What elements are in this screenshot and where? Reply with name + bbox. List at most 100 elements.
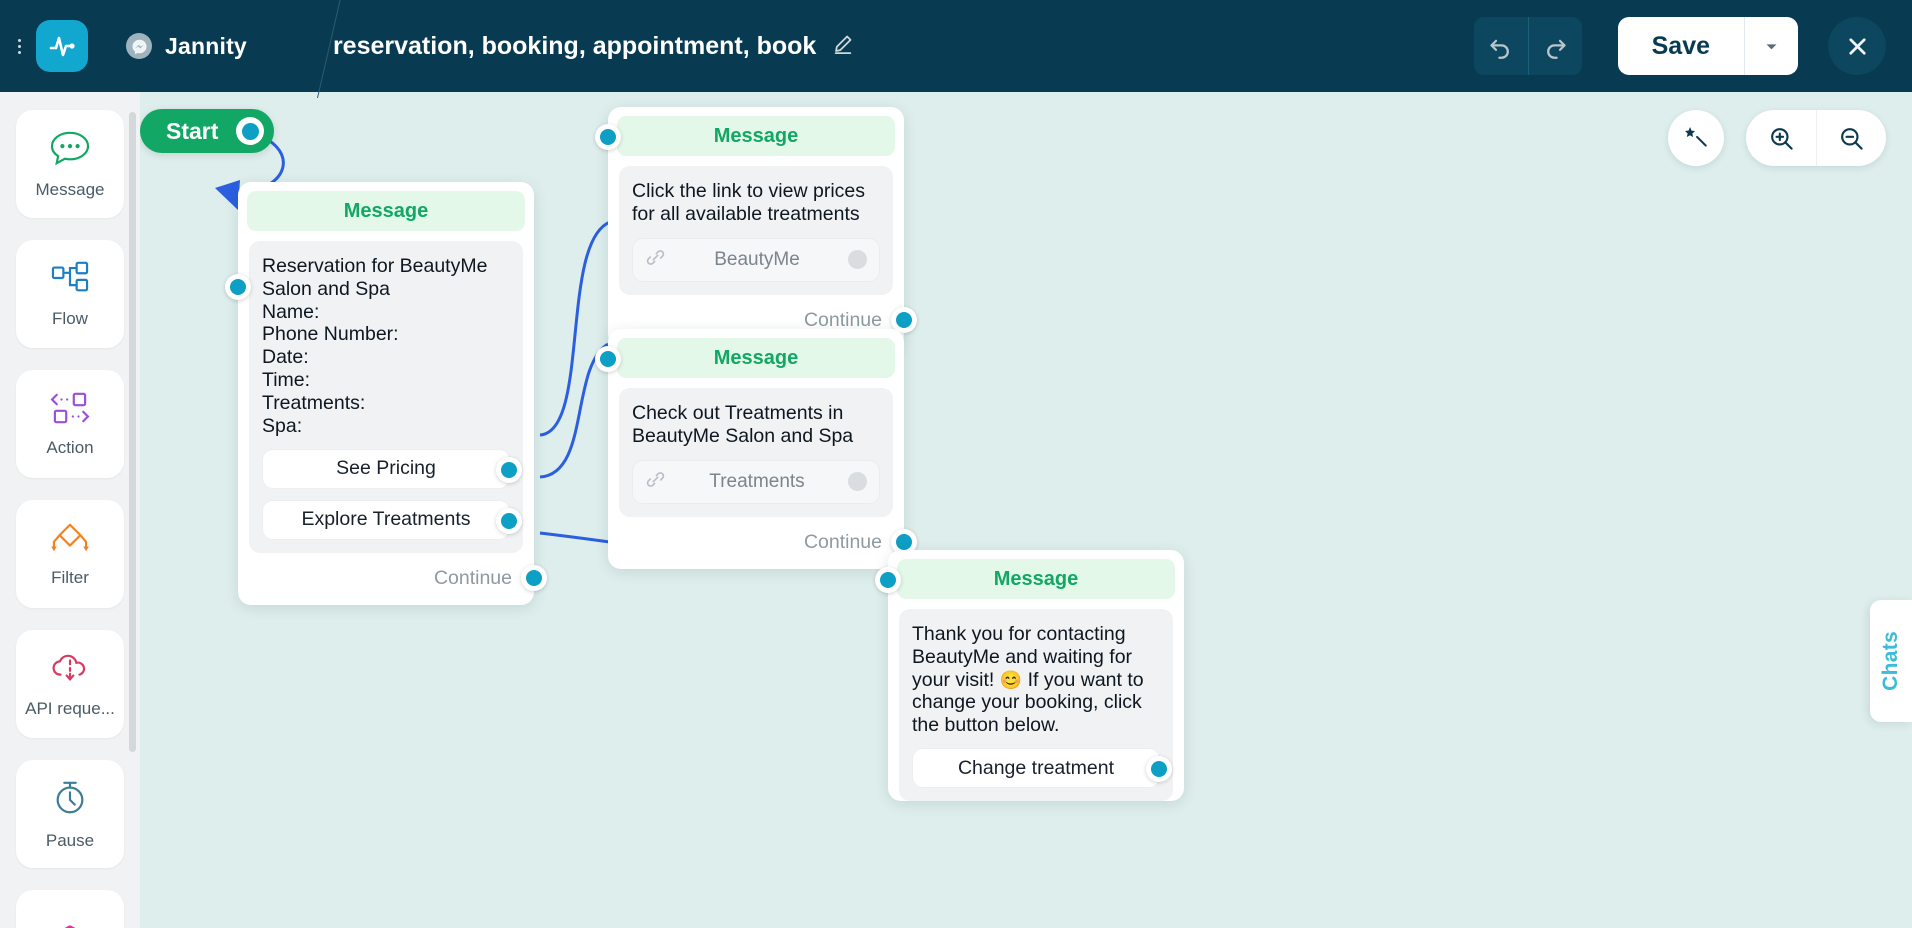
api-cloud-icon xyxy=(50,650,90,691)
page-title: reservation, booking, appointment, book xyxy=(332,31,817,60)
stopwatch-icon xyxy=(51,778,89,823)
node-message-text: Thank you for contacting BeautyMe and wa… xyxy=(912,623,1160,737)
breadcrumb: reservation, booking, appointment, book xyxy=(333,32,854,61)
node-title: Message xyxy=(343,199,429,222)
node-body: Reservation for BeautyMe Salon and Spa N… xyxy=(249,241,523,553)
message-bubble-icon xyxy=(49,129,91,172)
quick-reply-explore-treatments[interactable]: Explore Treatments xyxy=(262,499,522,540)
node-input-port[interactable] xyxy=(875,567,901,593)
sidebar-item-label: API reque... xyxy=(25,698,115,718)
undo-arrow-icon[interactable] xyxy=(1473,17,1528,75)
pencil-icon[interactable] xyxy=(832,33,854,60)
sidebar-item-filter[interactable]: Filter xyxy=(16,500,124,608)
chats-tab[interactable]: Chats xyxy=(1870,600,1912,722)
node-body: Check out Treatments in BeautyMe Salon a… xyxy=(619,388,893,517)
continue-label: Continue xyxy=(803,308,882,331)
start-node[interactable]: Start xyxy=(140,109,275,153)
node-input-port[interactable] xyxy=(595,124,621,150)
link-output-port[interactable] xyxy=(848,472,867,492)
flow-tree-icon xyxy=(49,260,91,301)
workspace-name: Jannity xyxy=(165,32,247,59)
message-node-treatments[interactable]: Message Check out Treatments in BeautyMe… xyxy=(595,329,917,569)
link-button-treatments[interactable]: Treatments xyxy=(632,459,880,504)
home-icon xyxy=(48,923,92,928)
message-text-after: If you want to change your booking, clic… xyxy=(912,668,1144,737)
message-node-pricing[interactable]: Message Click the link to view prices fo… xyxy=(595,107,917,347)
flow-canvas[interactable]: Start Message Reservation for BeautyMe S… xyxy=(140,92,1912,928)
chevron-down-icon[interactable] xyxy=(1744,17,1798,75)
continue-label: Continue xyxy=(433,566,512,589)
node-continue-row[interactable]: Continue xyxy=(608,517,917,569)
node-continue-row[interactable]: Continue xyxy=(608,295,917,347)
node-input-port[interactable] xyxy=(595,346,621,372)
node-body: Click the link to view prices for all av… xyxy=(619,166,893,295)
top-bar-actions: Save xyxy=(1473,17,1912,75)
node-palette-sidebar: Message Flow xyxy=(0,92,140,928)
sidebar-item-label: Action xyxy=(46,437,94,457)
save-button[interactable]: Save xyxy=(1651,31,1710,60)
undo-redo-group xyxy=(1473,17,1582,75)
sidebar-item-label: Filter xyxy=(51,567,89,587)
sidebar-item-message[interactable]: Message xyxy=(16,110,124,218)
quick-reply-change-treatment[interactable]: Change treatment xyxy=(912,748,1172,789)
node-header: Message xyxy=(897,559,1175,599)
filter-diamond-icon xyxy=(48,521,92,560)
save-button-group: Save xyxy=(1617,17,1798,75)
start-label: Start xyxy=(166,117,219,144)
magic-wand-icon[interactable] xyxy=(1668,110,1724,166)
redo-arrow-icon[interactable] xyxy=(1527,17,1582,75)
sidebar-item-flow[interactable]: Flow xyxy=(16,240,124,348)
sidebar-item-label: Pause xyxy=(45,830,95,850)
message-node-main[interactable]: Message Reservation for BeautyMe Salon a… xyxy=(225,182,547,605)
jannity-pulse-logo[interactable] xyxy=(36,20,88,72)
canvas-controls xyxy=(1668,110,1886,166)
quick-reply-output-port[interactable] xyxy=(1146,756,1172,783)
kebab-menu-icon[interactable] xyxy=(8,38,30,54)
node-header: Message xyxy=(617,338,895,378)
node-header: Message xyxy=(247,191,525,231)
node-message-text: Check out Treatments in BeautyMe Salon a… xyxy=(632,402,854,447)
node-title: Message xyxy=(713,124,799,147)
link-label: BeautyMe xyxy=(714,248,800,270)
quick-reply-see-pricing[interactable]: See Pricing xyxy=(262,448,522,489)
smiley-emoji-icon: 😊 xyxy=(999,669,1023,690)
node-title: Message xyxy=(993,567,1079,590)
quick-reply-label: See Pricing xyxy=(336,457,436,479)
start-output-port[interactable] xyxy=(236,117,265,145)
sidebar-item-pause[interactable]: Pause xyxy=(16,760,124,868)
sidebar-item-label: Message xyxy=(35,179,105,199)
zoom-controls xyxy=(1746,110,1886,166)
message-node-thankyou[interactable]: Message Thank you for contacting BeautyM… xyxy=(875,550,1184,802)
sidebar-item-action[interactable]: Action xyxy=(16,370,124,478)
quick-reply-output-port[interactable] xyxy=(496,456,522,483)
link-button-beautyme[interactable]: BeautyMe xyxy=(632,237,880,282)
node-output-port[interactable] xyxy=(891,306,917,333)
quick-reply-output-port[interactable] xyxy=(496,507,522,534)
messenger-bolt-icon xyxy=(131,39,147,54)
workspace-selector[interactable]: Jannity xyxy=(126,33,247,60)
sidebar-item-api-request[interactable]: API reque... xyxy=(16,630,124,738)
node-continue-row[interactable]: Continue xyxy=(238,553,547,605)
link-output-port[interactable] xyxy=(848,250,867,270)
node-header: Message xyxy=(617,116,895,156)
close-x-icon[interactable] xyxy=(1828,17,1886,75)
sidebar-item-label: Flow xyxy=(52,308,88,328)
node-output-port[interactable] xyxy=(521,564,547,591)
quick-reply-label: Explore Treatments xyxy=(301,508,471,530)
chats-tab-label: Chats xyxy=(1879,631,1902,691)
node-title: Message xyxy=(713,346,799,369)
breadcrumb-divider xyxy=(281,0,315,92)
zoom-in-icon[interactable] xyxy=(1746,110,1816,166)
zoom-out-icon[interactable] xyxy=(1816,110,1886,166)
sidebar-scrollbar[interactable] xyxy=(129,112,136,752)
sidebar-item-home[interactable] xyxy=(16,890,124,928)
link-label: Treatments xyxy=(709,470,805,492)
node-input-port[interactable] xyxy=(225,274,251,300)
node-message-text: Reservation for BeautyMe Salon and Spa N… xyxy=(262,255,488,437)
continue-label: Continue xyxy=(803,530,882,553)
link-chain-icon xyxy=(645,469,666,495)
node-message-text: Click the link to view prices for all av… xyxy=(632,180,865,225)
message-text-before: Thank you for contacting BeautyMe and wa… xyxy=(912,623,1133,691)
top-bar: Jannity reservation, booking, appointmen… xyxy=(0,0,1912,92)
